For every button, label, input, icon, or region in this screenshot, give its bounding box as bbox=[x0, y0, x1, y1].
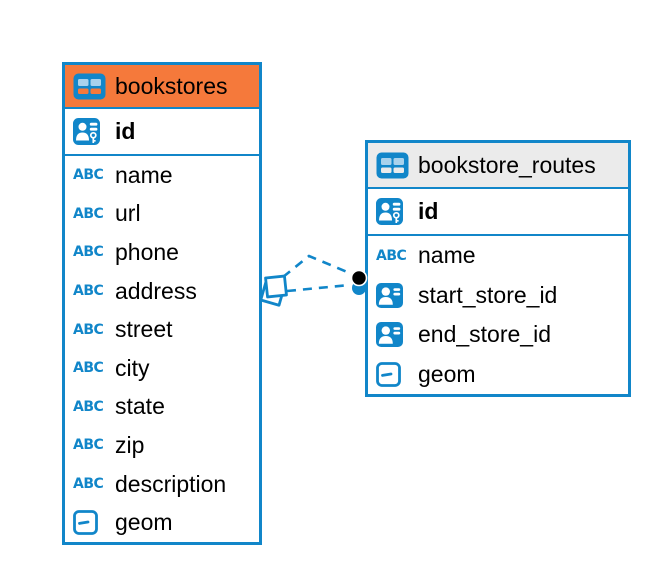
column-name: url bbox=[115, 200, 141, 227]
column-name: state bbox=[115, 393, 165, 420]
relationship-target-anchor-icon[interactable] bbox=[350, 269, 368, 296]
text-type-icon: ABC bbox=[73, 360, 104, 377]
text-type-icon: ABC bbox=[73, 321, 104, 338]
geometry-type-icon bbox=[73, 510, 107, 536]
table-icon bbox=[73, 73, 107, 100]
column-row-start_store_id[interactable]: start_store_id bbox=[368, 276, 628, 316]
text-type-icon: ABC bbox=[73, 167, 104, 184]
relationship-line-2[interactable] bbox=[286, 283, 351, 293]
foreign-key-icon bbox=[376, 322, 410, 348]
column-row-street[interactable]: ABC street bbox=[65, 310, 259, 349]
column-name: id bbox=[418, 198, 439, 224]
table-icon bbox=[376, 152, 410, 179]
text-type-icon: ABC bbox=[73, 244, 104, 261]
table-title: bookstore_routes bbox=[418, 151, 596, 178]
column-row-url[interactable]: ABC url bbox=[65, 195, 259, 234]
column-name: address bbox=[115, 277, 197, 304]
column-row-zip[interactable]: ABC zip bbox=[65, 426, 259, 465]
column-row-city[interactable]: ABC city bbox=[65, 349, 259, 388]
table-header-bookstore_routes[interactable]: bookstore_routes bbox=[368, 143, 628, 189]
column-row-end_store_id[interactable]: end_store_id bbox=[368, 315, 628, 355]
column-row-id[interactable]: id bbox=[65, 109, 259, 156]
column-row-id[interactable]: id bbox=[368, 189, 628, 236]
text-type-icon: ABC bbox=[73, 205, 104, 222]
primary-key-icon bbox=[73, 118, 107, 145]
column-name: phone bbox=[115, 238, 179, 265]
column-name: id bbox=[115, 118, 136, 144]
column-name: city bbox=[115, 354, 150, 381]
geometry-type-icon bbox=[376, 361, 410, 387]
column-row-geom[interactable]: geom bbox=[65, 503, 259, 542]
foreign-key-icon bbox=[376, 282, 410, 308]
column-row-name[interactable]: ABC name bbox=[368, 236, 628, 276]
relationship-lines[interactable] bbox=[282, 254, 353, 293]
relationship-line-1[interactable] bbox=[282, 254, 353, 279]
relationship-source-anchor-icon[interactable] bbox=[259, 274, 288, 307]
column-row-address[interactable]: ABC address bbox=[65, 272, 259, 311]
table-header-bookstores[interactable]: bookstores bbox=[65, 65, 259, 109]
text-type-icon: ABC bbox=[73, 437, 104, 454]
text-type-icon: ABC bbox=[73, 476, 104, 493]
text-type-icon: ABC bbox=[73, 283, 104, 300]
column-name: street bbox=[115, 316, 173, 343]
text-type-icon: ABC bbox=[376, 247, 407, 264]
column-row-geom[interactable]: geom bbox=[368, 355, 628, 395]
column-row-state[interactable]: ABC state bbox=[65, 388, 259, 427]
table-title: bookstores bbox=[115, 72, 228, 99]
column-name: zip bbox=[115, 431, 145, 458]
column-row-description[interactable]: ABC description bbox=[65, 465, 259, 504]
primary-key-icon bbox=[376, 198, 410, 225]
column-name: description bbox=[115, 470, 227, 497]
column-name: geom bbox=[115, 509, 173, 536]
column-name: geom bbox=[418, 360, 476, 387]
column-name: start_store_id bbox=[418, 281, 558, 308]
column-name: name bbox=[115, 161, 173, 188]
column-row-phone[interactable]: ABC phone bbox=[65, 233, 259, 272]
column-name: name bbox=[418, 242, 476, 269]
column-row-name[interactable]: ABC name bbox=[65, 156, 259, 195]
column-name: end_store_id bbox=[418, 321, 551, 348]
text-type-icon: ABC bbox=[73, 398, 104, 415]
